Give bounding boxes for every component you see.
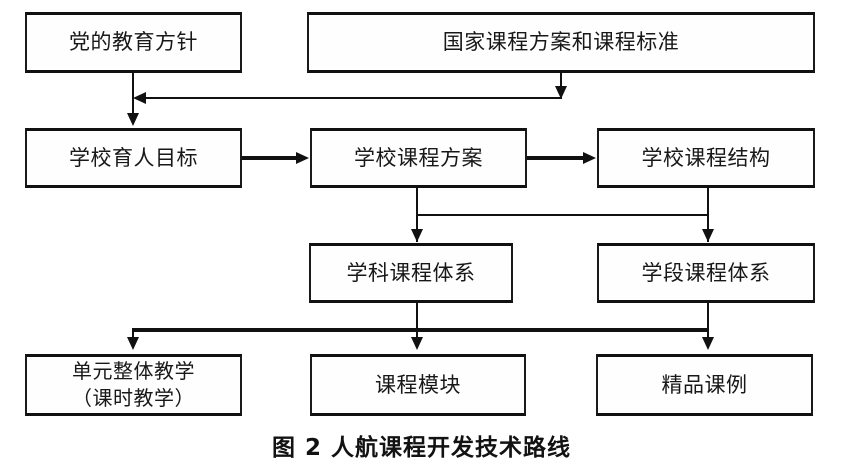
edge-national-arrowhead — [555, 86, 567, 99]
node-unit-teaching: 单元整体教学 （课时教学） — [25, 354, 242, 416]
node-stage-system: 学段课程体系 — [597, 243, 815, 303]
edge-stage-to-case-arrowhead — [702, 337, 714, 350]
node-course-module: 课程模块 — [310, 354, 526, 416]
node-quality-case: 精品课例 — [596, 354, 813, 416]
edge-goal-to-plan-arrowhead — [296, 152, 309, 164]
edge-party-to-goal — [132, 73, 134, 115]
edge-bus-to-unit-arrowhead — [127, 337, 139, 350]
edge-structure-to-stage — [707, 188, 709, 242]
node-label: 党的教育方针 — [69, 30, 198, 55]
node-label: 学校课程结构 — [641, 145, 771, 170]
edge-plan-to-structure-arrowhead — [583, 152, 596, 164]
edge-structure-to-stage-arrowhead — [702, 229, 714, 242]
node-label: 学校课程方案 — [354, 145, 483, 170]
node-label: 学校育人目标 — [69, 145, 198, 170]
edge-bus-row1-arrowhead — [133, 92, 146, 104]
node-school-structure: 学校课程结构 — [597, 128, 815, 188]
edge-stage-down-stub — [707, 303, 709, 347]
edge-plan-to-structure — [527, 156, 585, 160]
node-label: 学科课程体系 — [346, 260, 476, 285]
edge-national-down-stub — [560, 73, 562, 91]
edge-subject-down-stub — [416, 303, 418, 347]
edge-bus-row3 — [132, 328, 709, 332]
node-school-goal: 学校育人目标 — [25, 128, 242, 188]
edge-bus-row1 — [136, 97, 562, 99]
node-label: 国家课程方案和课程标准 — [442, 30, 680, 55]
edge-crosslink-row2 — [417, 214, 708, 216]
edge-subject-to-module-arrowhead — [411, 337, 423, 350]
node-label: 学段课程体系 — [641, 260, 771, 285]
edge-party-to-goal-arrowhead — [127, 113, 139, 126]
figure-caption: 图 2 人航课程开发技术路线 — [271, 435, 572, 461]
node-label: 单元整体教学 （课时教学） — [72, 359, 195, 410]
node-label: 精品课例 — [661, 372, 748, 397]
node-subject-system: 学科课程体系 — [309, 243, 513, 303]
node-party-policy: 党的教育方针 — [25, 12, 242, 73]
node-label: 课程模块 — [375, 372, 461, 397]
edge-goal-to-plan — [242, 156, 298, 160]
node-national-curriculum: 国家课程方案和课程标准 — [307, 12, 815, 73]
node-school-plan: 学校课程方案 — [310, 128, 527, 188]
edge-plan-to-subject-arrowhead — [411, 229, 423, 242]
